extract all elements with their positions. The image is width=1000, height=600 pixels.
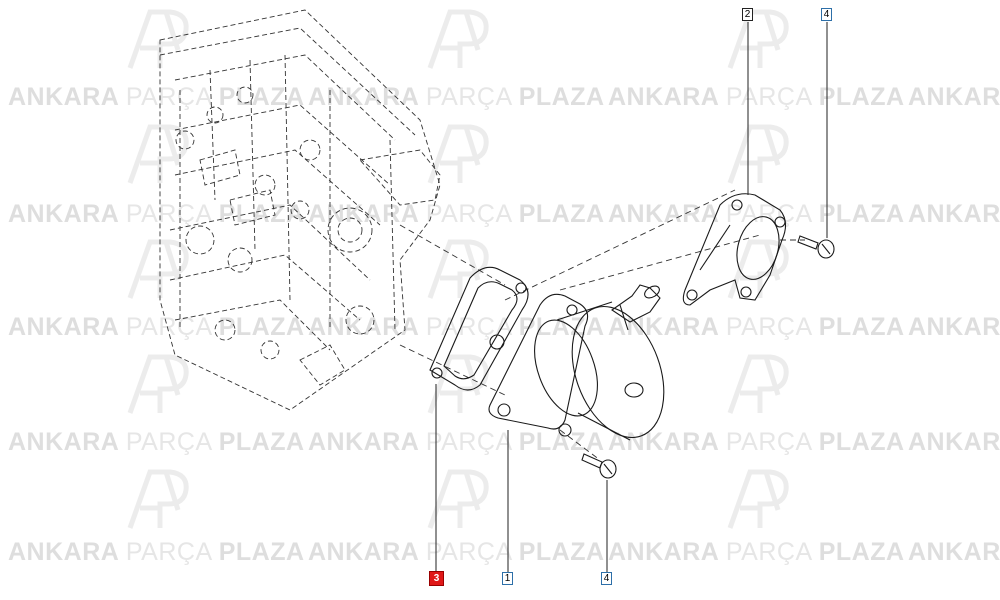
gasket[interactable]: [429, 266, 529, 391]
watermark-text: ANKARA PARÇA PLAZA: [8, 313, 305, 341]
ap-logo-icon: [127, 9, 189, 69]
watermark-text: ANKARA PARÇA PLAZA: [308, 538, 605, 566]
watermark-text: ANKARA PARÇA PLAZA: [308, 313, 605, 341]
watermark-text: ANKARA PARÇA PLAZA: [908, 538, 1000, 566]
watermark-text: ANKARA PARÇA PLAZA: [608, 200, 905, 228]
ap-logo-icon: [427, 239, 489, 299]
bolt-top[interactable]: [797, 235, 835, 259]
watermark-text: ANKARA PARÇA PLAZA: [608, 313, 905, 341]
ap-logo-icon: [127, 354, 189, 414]
ap-logo-icon: [727, 124, 789, 184]
ap-logo-icon: [427, 124, 489, 184]
callout-4-bottom[interactable]: 4: [601, 572, 612, 585]
ap-logo-icon: [727, 354, 789, 414]
watermark-text: ANKARA PARÇA PLAZA: [908, 313, 1000, 341]
ap-logo-icon: [427, 354, 489, 414]
watermark-text: ANKARA PARÇA PLAZA: [308, 428, 605, 456]
alignment-lines: [399, 189, 805, 461]
engine-block: [159, 9, 441, 411]
ap-logo-icon: [127, 469, 189, 529]
ap-logo-icon: [427, 9, 489, 69]
watermark-text: ANKARA PARÇA PLAZA: [608, 538, 905, 566]
ap-logo-icon: [127, 239, 189, 299]
watermark-text: ANKARA PARÇA PLAZA: [908, 83, 1000, 111]
watermark-text: ANKARA PARÇA PLAZA: [908, 428, 1000, 456]
ap-logo-icon: [427, 469, 489, 529]
watermark-text: ANKARA PARÇA PLAZA: [308, 83, 605, 111]
watermark-text: ANKARA PARÇA PLAZA: [608, 83, 905, 111]
watermark-text: ANKARA PARÇA PLAZA: [8, 200, 305, 228]
callout-1[interactable]: 1: [502, 572, 513, 585]
watermark-text: ANKARA PARÇA PLAZA: [908, 200, 1000, 228]
watermark-text: ANKARA PARÇA PLAZA: [308, 200, 605, 228]
pump-bracket[interactable]: [682, 193, 787, 306]
bolt-bottom[interactable]: [581, 453, 617, 479]
ap-logo-icon: [127, 124, 189, 184]
leader-lines: [435, 22, 828, 572]
watermark-text: ANKARA PARÇA PLAZA: [8, 428, 305, 456]
callout-4-top[interactable]: 4: [821, 8, 832, 21]
ap-logo-icon: [727, 469, 789, 529]
watermark-text: ANKARA PARÇA PLAZA: [608, 428, 905, 456]
watermark-text: ANKARA PARÇA PLAZA: [8, 538, 305, 566]
vacuum-pump[interactable]: [488, 284, 681, 451]
watermark-text: ANKARA PARÇA PLAZA: [8, 83, 305, 111]
callout-2[interactable]: 2: [742, 8, 753, 21]
callout-3-selected[interactable]: 3: [429, 571, 444, 586]
ap-logo-icon: [727, 9, 789, 69]
